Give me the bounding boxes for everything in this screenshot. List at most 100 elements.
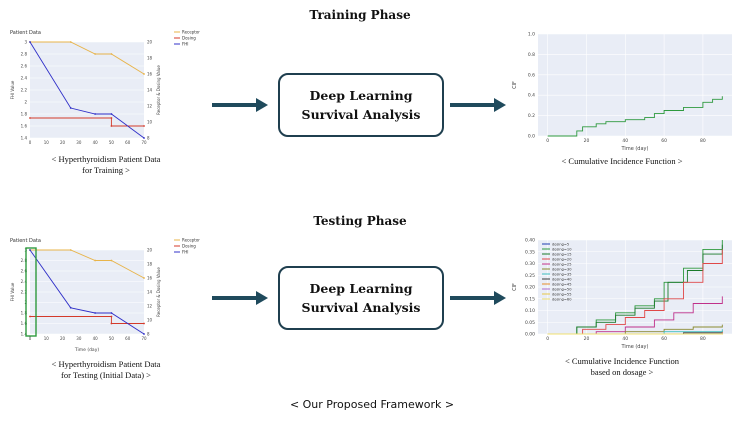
x-tick-label: 0	[546, 336, 549, 342]
legend-label: dosing=50	[552, 287, 572, 291]
y-tick-label: 0.30	[525, 261, 535, 267]
cif-series-line	[547, 333, 723, 335]
y-tick-label: 0.2	[528, 113, 535, 119]
x-axis-label: Time (day)	[621, 344, 649, 350]
legend-label: FHI	[182, 42, 189, 47]
y2-tick-label: 10	[147, 318, 153, 323]
data-point	[110, 125, 113, 127]
chart-title: Patient Data	[10, 30, 41, 36]
y-tick-label: 0.4	[528, 93, 535, 99]
y-axis-label: CIF	[512, 81, 518, 89]
y-tick-label: 0.0	[528, 134, 535, 140]
legend-label: dosing=60	[552, 297, 572, 301]
chart-title: Patient Data	[10, 238, 41, 244]
data-point	[110, 53, 113, 55]
y2-tick-label: 16	[147, 276, 153, 281]
x-tick-label: 40	[93, 336, 99, 341]
y2-tick-label: 20	[147, 40, 153, 45]
arrow-testing-to-model	[210, 288, 270, 308]
legend-label: FHI	[182, 250, 189, 255]
legend-label: dosing=5	[552, 242, 569, 246]
x-axis-label: Time (day)	[621, 146, 649, 152]
y2-tick-label: 12	[147, 104, 153, 109]
training-patient-chart-svg: Patient Data1.41.61.822.22.42.62.8381012…	[10, 30, 200, 146]
y2-tick-label: 8	[147, 332, 150, 337]
x-tick-label: 70	[141, 336, 147, 341]
x-tick-label: 30	[76, 140, 82, 145]
y-tick-label: 2.4	[21, 76, 28, 81]
data-point	[143, 73, 145, 75]
y-axis-label: FHI Value	[10, 282, 15, 301]
data-point	[29, 315, 31, 318]
y-tick-label: 1.0	[528, 32, 535, 38]
cif-series-line	[547, 244, 723, 335]
cif-series-line	[547, 249, 723, 335]
y-tick-label: 0.20	[525, 285, 535, 291]
testing-cif-caption: < Cumulative Incidence Function based on…	[506, 356, 738, 378]
training-patient-caption: < Hyperthyroidism Patient Data for Train…	[8, 154, 204, 176]
y-tick-label: 0.6	[528, 72, 535, 78]
y-tick-label: 2.8	[21, 258, 28, 263]
x-tick-label: 0	[29, 336, 32, 341]
y-tick-label: 2.2	[21, 88, 28, 93]
legend-label: dosing=30	[552, 267, 572, 271]
legend-label: Dosing	[182, 244, 196, 249]
x-tick-label: 60	[661, 138, 667, 144]
x-tick-label: 0	[29, 140, 32, 145]
training-patient-caption-line1: < Hyperthyroidism Patient Data	[51, 154, 161, 164]
y2-tick-label: 8	[147, 136, 150, 141]
x-tick-label: 10	[44, 336, 50, 341]
data-point	[110, 113, 113, 115]
y2-axis-label: Receptor & Dosing Value	[156, 267, 161, 317]
y-tick-label: 0.00	[525, 332, 535, 338]
x-tick-label: 40	[622, 138, 628, 144]
legend-label: dosing=20	[552, 257, 572, 261]
y-tick-label: 2.6	[21, 64, 28, 69]
y-tick-label: 2.4	[21, 279, 28, 284]
legend-label: dosing=40	[552, 277, 572, 281]
x-tick-label: 20	[584, 336, 590, 342]
legend-label: Receptor	[182, 30, 200, 35]
arrow-training-to-model	[210, 95, 270, 115]
y2-tick-label: 12	[147, 304, 153, 309]
testing-patient-chart-svg: Patient Data1.41.61.822.22.42.62.8381012…	[10, 238, 200, 354]
testing-patient-caption: < Hyperthyroidism Patient Data for Testi…	[8, 359, 204, 381]
data-point	[143, 277, 145, 279]
legend-label: dosing=10	[552, 247, 572, 251]
y-axis-label: FHI Value	[10, 80, 15, 99]
data-point	[143, 333, 145, 335]
y2-tick-label: 16	[147, 72, 153, 77]
x-axis-label: Time (day)	[74, 347, 99, 353]
data-point	[29, 249, 31, 251]
y-tick-label: 0.40	[525, 238, 535, 244]
y-tick-label: 0.05	[525, 320, 535, 326]
x-tick-label: 40	[93, 140, 99, 145]
x-tick-label: 20	[60, 140, 66, 145]
y2-tick-label: 14	[147, 88, 153, 93]
y-tick-label: 0.35	[525, 249, 535, 255]
testing-patient-caption-line2: for Testing (Initial Data) >	[61, 370, 151, 380]
y-axis-label: CIF	[512, 283, 518, 291]
data-point	[143, 322, 145, 325]
y2-tick-label: 14	[147, 290, 153, 295]
testing-phase-title: Testing Phase	[313, 214, 407, 228]
framework-caption: < Our Proposed Framework >	[289, 398, 455, 411]
data-point	[94, 53, 97, 55]
y2-tick-label: 10	[147, 120, 153, 125]
x-tick-label: 80	[700, 138, 706, 144]
x-tick-label: 70	[141, 140, 147, 145]
x-tick-label: 60	[125, 140, 131, 145]
data-point	[94, 312, 97, 314]
data-point	[110, 259, 113, 262]
legend-label: Receptor	[182, 238, 200, 243]
initial-data-highlight	[25, 247, 37, 337]
x-tick-label: 60	[661, 336, 667, 342]
y-tick-label: 1.4	[21, 136, 28, 141]
y-tick-label: 1.6	[21, 321, 28, 326]
x-tick-label: 60	[125, 336, 131, 341]
plot-area	[538, 34, 732, 136]
x-tick-label: 40	[622, 336, 628, 342]
